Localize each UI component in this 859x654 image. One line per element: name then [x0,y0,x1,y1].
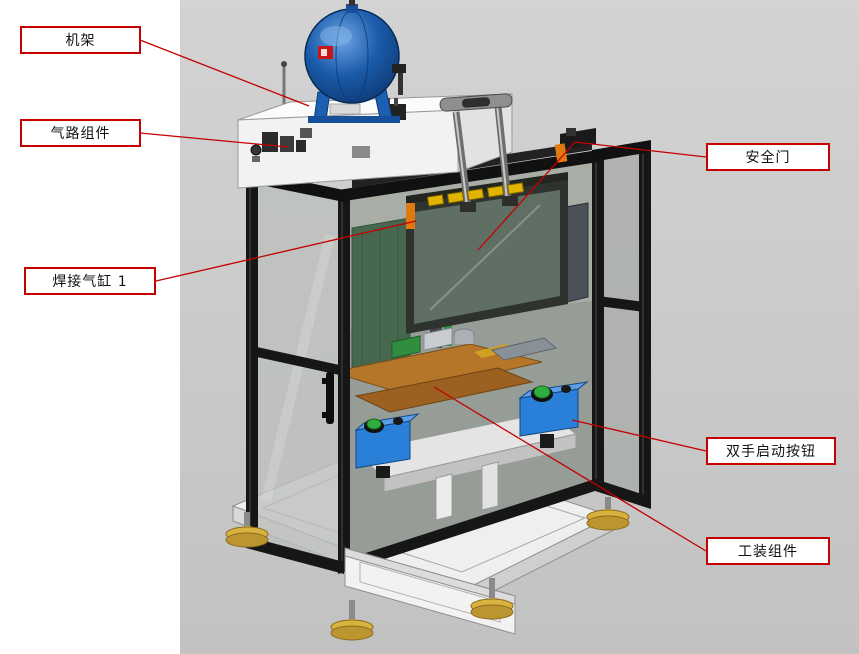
right-glass-panel [597,146,646,501]
callout-line-frame [139,39,310,107]
callout-line-pneumatic [139,132,289,148]
callout-line-tooling [433,386,707,552]
pull-handle [439,93,518,212]
door-roller-bracket [560,128,596,150]
foot-front-left [330,600,374,641]
callout-line-two-hand-buttons [571,419,707,452]
label-welding-cylinder-1: 焊接气缸 1 [24,267,156,295]
label-frame: 机架 [20,26,141,54]
frame-beams [246,140,651,574]
foot-front-right [470,578,514,620]
right-start-button-box [518,381,589,448]
tank-valve [392,64,406,95]
foot-left [225,512,269,548]
door-handle [322,372,334,424]
callout-line-welding-cylinder [155,220,417,282]
label-tooling-assembly: 工装组件 [706,537,830,565]
foot-right [586,497,630,531]
clamp-row [426,143,568,207]
pneumatic-assembly [250,132,306,162]
callout-lines [139,39,707,552]
start-button-left [366,418,382,430]
label-pneumatic-assembly: 气路组件 [20,119,141,147]
start-button-right [533,385,551,399]
welding-cylinder-mount [406,203,415,229]
left-start-button-box [354,413,420,478]
label-safety-door: 安全门 [706,143,830,171]
air-tank [304,0,406,123]
leveling-feet [225,497,630,641]
frame-posts [246,143,651,572]
machine-frame [246,128,651,574]
tooling-fixture [331,300,558,413]
callout-line-safety-door [477,141,707,251]
safety-door-window [406,172,568,334]
label-two-hand-start-buttons: 双手启动按钮 [706,437,836,465]
